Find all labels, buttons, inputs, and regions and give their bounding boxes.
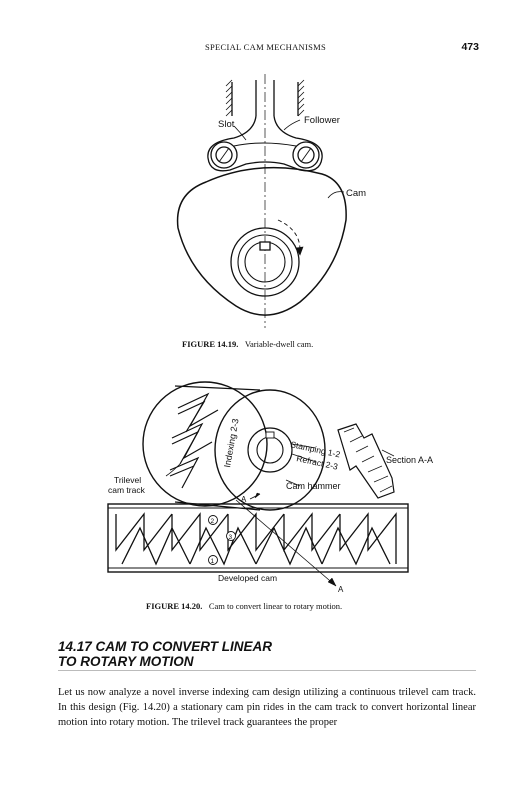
pin-position-3-mark: 1: [211, 558, 215, 565]
pin-position-1-mark: 2: [211, 518, 215, 525]
figure-variable-dwell-cam: Slot Follower Cam: [176, 74, 366, 328]
indexing-label: Indexing 2-3: [222, 418, 240, 469]
trilevel-label-line1: Trilevel: [114, 475, 141, 485]
figure-linear-to-rotary-cam: Indexing 2-3 Stamping 1-2 Refract 2-3 Se…: [107, 381, 433, 594]
body-paragraph: Let us now analyze a novel inverse index…: [58, 687, 476, 728]
follower-label: Follower: [304, 115, 340, 126]
running-title: SPECIAL CAM MECHANISMS: [204, 42, 327, 52]
caption-text: Variable-dwell cam.: [244, 339, 314, 349]
section-marker-a-top: A: [241, 495, 247, 504]
developed-cam-label: Developed cam: [218, 573, 277, 583]
caption-number: FIGURE 14.19.: [182, 339, 239, 349]
cam-hammer-label: Cam hammer: [286, 481, 341, 491]
figure-14-20-caption: FIGURE 14.20. Cam to convert linear to r…: [146, 601, 342, 611]
cam-label: Cam: [346, 188, 366, 199]
section-heading-line1: 14.17 CAM TO CONVERT LINEAR: [58, 639, 273, 654]
section-heading-line2: TO ROTARY MOTION: [58, 654, 194, 669]
trilevel-label-line2: cam track: [108, 485, 146, 495]
caption-number: FIGURE 14.20.: [146, 601, 203, 611]
section-heading: 14.17 CAM TO CONVERT LINEAR TO ROTARY MO…: [58, 639, 478, 669]
caption-text: Cam to convert linear to rotary motion.: [208, 601, 343, 611]
figure-14-19-caption: FIGURE 14.19. Variable-dwell cam.: [182, 339, 313, 349]
slot-label: Slot: [218, 119, 235, 130]
section-marker-a-bottom: A: [338, 585, 344, 594]
running-head: SPECIAL CAM MECHANISMS 473: [0, 41, 531, 56]
section-rule: [58, 670, 476, 671]
section-a-a-label: Section A-A: [386, 455, 433, 465]
page-number: 473: [461, 41, 479, 53]
pin-position-2-mark: 3: [229, 534, 233, 541]
